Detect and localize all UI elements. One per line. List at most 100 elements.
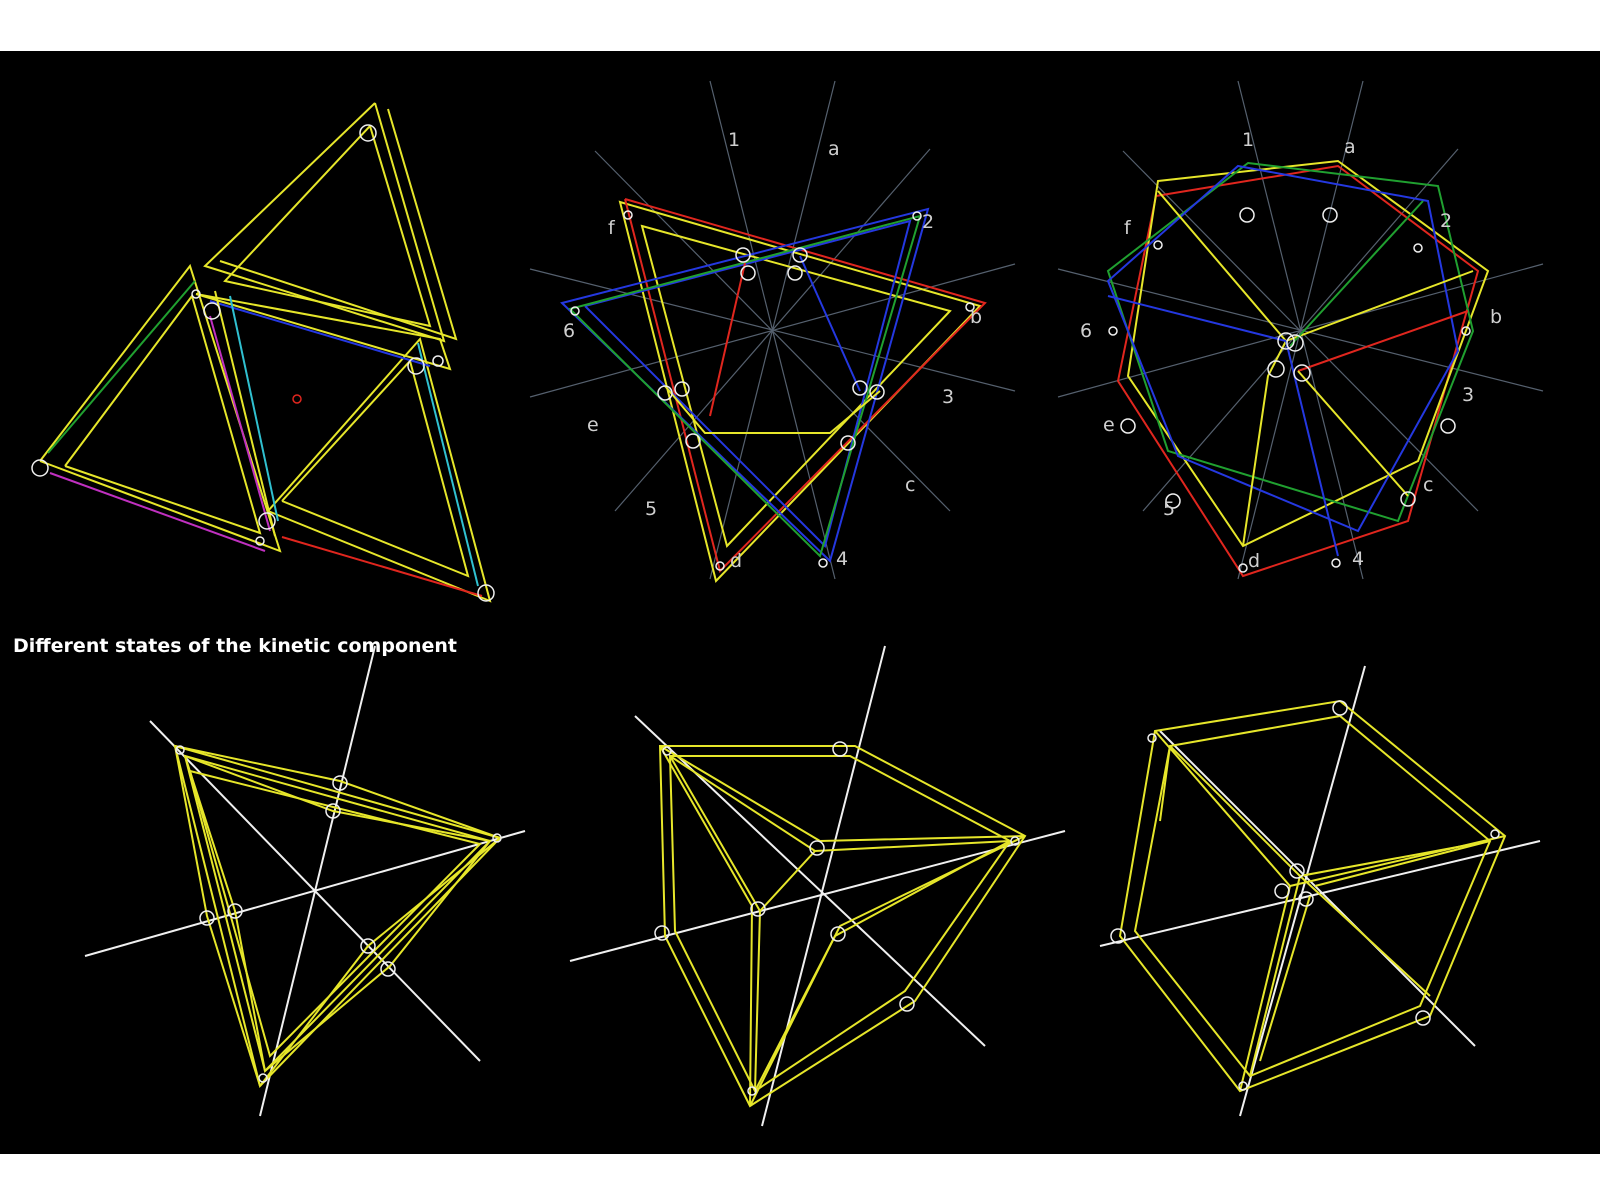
radial-label: b <box>1490 306 1502 328</box>
linkage-bar <box>281 358 470 578</box>
joint-marker <box>360 938 376 954</box>
joint-marker <box>492 833 502 843</box>
joint-marker <box>1165 493 1181 509</box>
joint-marker <box>830 926 846 942</box>
joint-marker <box>191 289 201 299</box>
radial-label: 2 <box>922 211 934 233</box>
joint-marker <box>203 302 221 320</box>
joint-marker <box>1267 360 1285 378</box>
radial-label: e <box>1103 414 1115 436</box>
panel-spatial-state-1 <box>84 645 526 1117</box>
joint-marker <box>792 247 808 263</box>
radial-label: 5 <box>645 498 657 520</box>
spatial-axis <box>761 645 886 1127</box>
linkage-bar <box>1289 200 1424 347</box>
radial-label: 1 <box>728 129 740 151</box>
joint-marker <box>1490 829 1500 839</box>
linkage-bar <box>183 754 492 1073</box>
joint-marker <box>1400 491 1416 507</box>
joint-marker <box>685 433 701 449</box>
radial-label: 3 <box>1462 384 1474 406</box>
radial-label: 5 <box>1163 498 1175 520</box>
joint-marker <box>852 380 868 396</box>
joint-marker <box>1415 1010 1431 1026</box>
joint-marker <box>1147 733 1157 743</box>
radial-label: b <box>970 306 982 328</box>
radial-label: f <box>1124 217 1132 239</box>
linkage-bar <box>173 744 502 1088</box>
radial-label: 6 <box>563 320 575 342</box>
panel-spatial-state-2 <box>569 645 1066 1127</box>
panel-planar-state-3: 1 a 2 b 3 c 4 d 5 e 6 f <box>1057 80 1544 580</box>
joint-marker <box>1120 418 1136 434</box>
linkage-bar <box>223 125 432 328</box>
joint-marker <box>175 745 185 755</box>
joint-marker <box>1010 836 1020 846</box>
joint-marker <box>477 584 495 602</box>
joint-marker <box>657 385 673 401</box>
linkage-bar <box>749 835 1026 1107</box>
joint-marker <box>1293 364 1311 382</box>
linkage-bar <box>203 102 446 343</box>
joint-marker <box>258 1073 268 1083</box>
panel-planar-state-1 <box>31 102 495 603</box>
joint-marker <box>747 1086 757 1096</box>
joint-marker <box>380 961 396 977</box>
linkage-bar <box>1106 161 1475 523</box>
joint-marker <box>1331 558 1341 568</box>
linkage-bar <box>799 255 861 392</box>
radial-label: d <box>730 550 742 572</box>
radial-label: 4 <box>1352 548 1364 570</box>
joint-marker <box>899 996 915 1012</box>
linkage-bar <box>1126 159 1490 548</box>
joint-marker <box>332 775 348 791</box>
linkage-bar <box>659 745 1026 843</box>
radial-label: 2 <box>1440 210 1452 232</box>
joint-marker <box>735 247 751 263</box>
joint-marker <box>832 741 848 757</box>
joint-marker <box>255 536 265 546</box>
linkage-bar <box>64 293 262 535</box>
radial-label: d <box>1248 550 1260 572</box>
joint-marker <box>715 561 725 571</box>
joint-marker <box>818 558 828 568</box>
linkage-bar <box>668 755 1012 1093</box>
linkage-bar <box>640 224 952 548</box>
joint-marker <box>674 381 690 397</box>
center-point <box>292 394 302 404</box>
linkage-bar <box>195 293 452 371</box>
spatial-axis <box>569 830 1066 962</box>
joint-marker <box>662 746 672 756</box>
joint-marker <box>840 435 856 451</box>
linkage-bar <box>1157 190 1287 342</box>
linkage-bar <box>1297 370 1409 497</box>
radial-label: a <box>828 138 840 160</box>
linkage-bar <box>1249 875 1301 1077</box>
linkage-bar <box>1242 340 1287 547</box>
joint-marker <box>1238 563 1248 573</box>
linkage-bar <box>214 290 276 537</box>
joint-marker <box>1298 891 1314 907</box>
joint-marker <box>1239 207 1255 223</box>
radial-label: 4 <box>836 548 848 570</box>
joint-marker <box>1238 1081 1248 1091</box>
radial-label: c <box>905 474 915 496</box>
linkage-bar <box>229 295 279 522</box>
figure-caption: Different states of the kinetic componen… <box>13 635 458 657</box>
joint-marker <box>1108 326 1118 336</box>
joint-marker <box>965 302 975 312</box>
linkage-bar <box>568 214 922 558</box>
joint-marker <box>1110 928 1126 944</box>
spatial-axis <box>1159 730 1476 1047</box>
joint-marker <box>1277 332 1295 350</box>
drawing-sheet: 1 a 2 b 3 c 4 d 5 e 6 f <box>0 51 1600 1154</box>
joint-marker <box>227 903 243 919</box>
linkage-bar <box>618 200 982 583</box>
joint-marker <box>199 910 215 926</box>
joint-marker <box>1322 207 1338 223</box>
linkage-bar <box>264 840 491 1072</box>
joint-marker <box>809 840 825 856</box>
linkage-bar <box>188 769 482 1058</box>
radial-axis <box>529 263 1016 398</box>
spatial-axis <box>84 830 526 957</box>
